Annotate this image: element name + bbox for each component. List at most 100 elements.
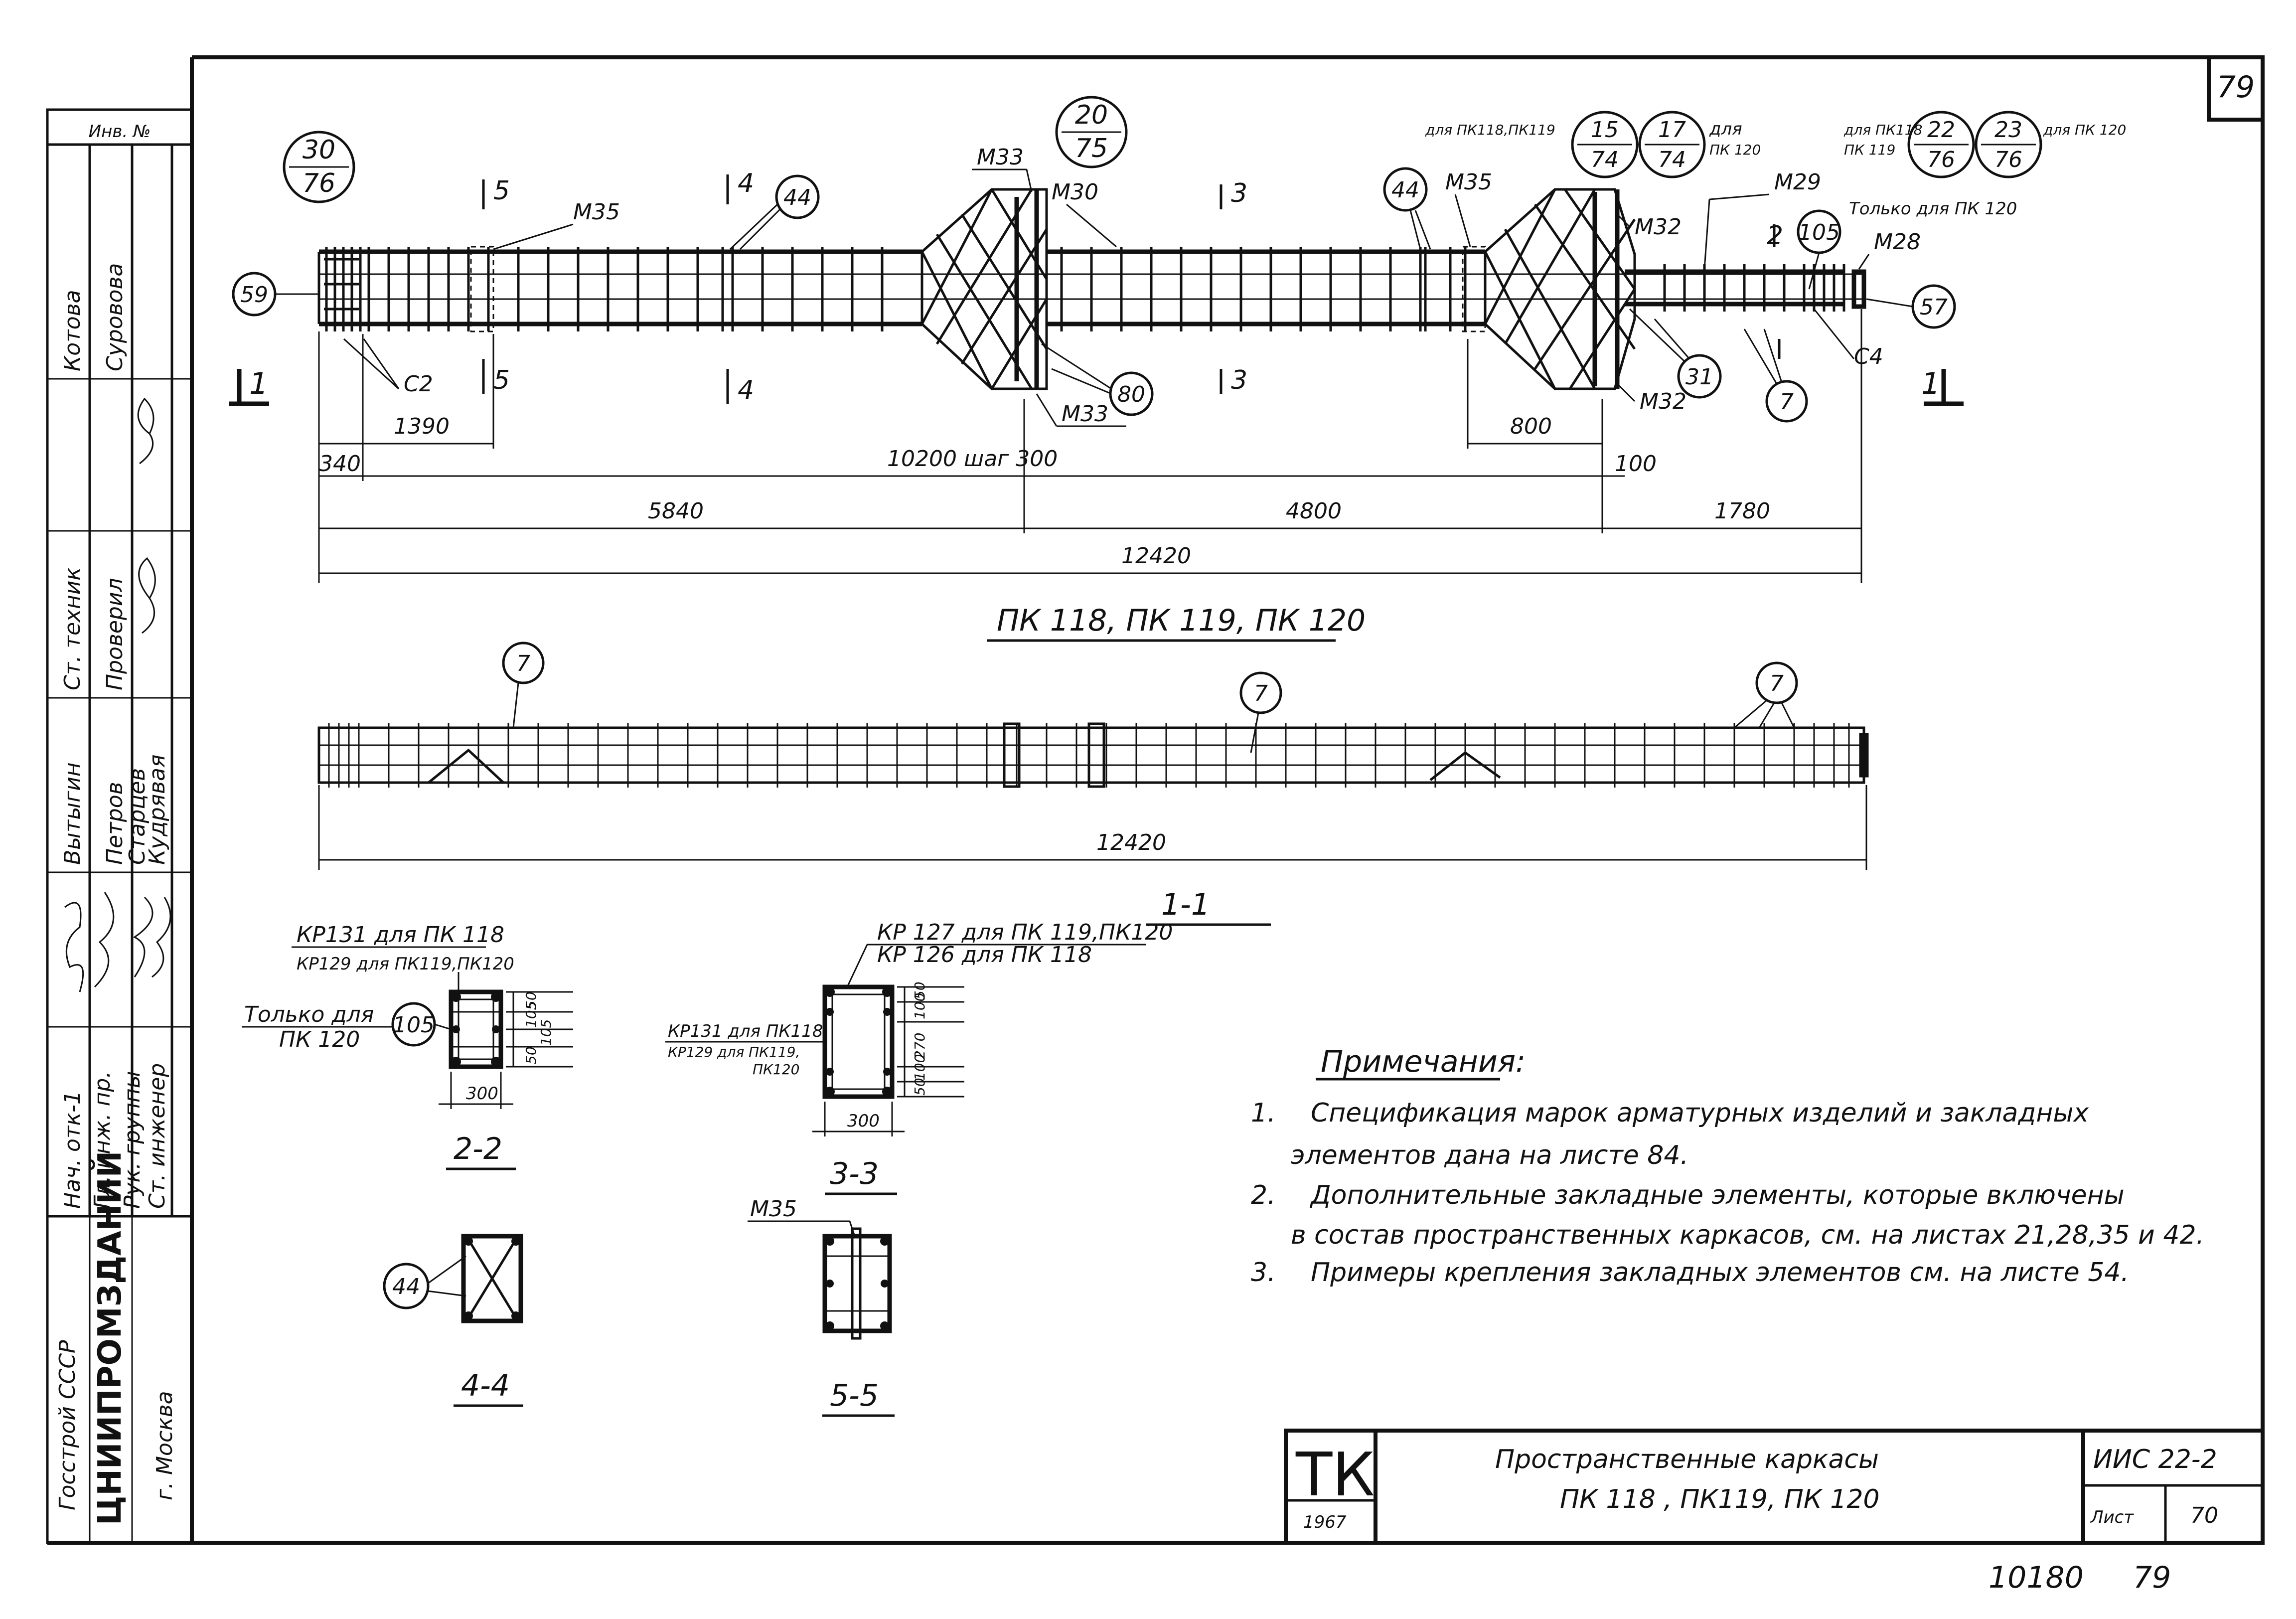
section-label-3a: 3 <box>1231 178 1247 208</box>
frac-note-22a: для ПК118 <box>1843 122 1922 138</box>
svg-text:7: 7 <box>1770 671 1784 696</box>
side-role-3: Вытыгин <box>60 762 85 865</box>
svg-text:17: 17 <box>1658 117 1686 143</box>
side-name-6: Гл. инж. пр. <box>90 1071 115 1209</box>
s33-dim-d: 100 <box>912 1054 928 1081</box>
tb-sheet-no: 70 <box>2190 1503 2218 1528</box>
mark-m32b: М32 <box>1640 389 1686 414</box>
mark-only120: Только для ПК 120 <box>1849 199 2017 219</box>
section-label-2: 2 <box>1767 221 1783 251</box>
mark-m28: М28 <box>1874 229 1921 255</box>
side-name-1: Суровова <box>102 263 128 371</box>
plan-callout-7a: 7 <box>502 642 545 728</box>
node-lattice-1 <box>920 188 1048 390</box>
s33-title: 3-3 <box>830 1156 879 1191</box>
mark-m35a: М35 <box>573 199 620 225</box>
mark-m30: М30 <box>1052 179 1098 205</box>
section-2-2: КР131 для ПК 118 КР129 для ПК119,ПК120 1… <box>242 922 573 1170</box>
sheet-frame: 79 <box>47 55 2265 1545</box>
s44-callout: 44 <box>392 1274 420 1299</box>
mark-m32a: М32 <box>1635 214 1682 240</box>
section-label-1a: 1 <box>249 366 268 401</box>
side-role-6: Нач. отк-1 <box>60 1091 85 1209</box>
s22-width: 300 <box>466 1084 498 1104</box>
s44-title: 4-4 <box>461 1368 510 1403</box>
svg-text:76: 76 <box>303 168 335 198</box>
svg-text:20: 20 <box>1075 100 1108 130</box>
tb-sheet-label: Лист <box>2090 1507 2134 1527</box>
s22-dim-b: 105 <box>523 1001 539 1028</box>
note-3-line1: Примеры крепления закладных элементов см… <box>1311 1258 2129 1288</box>
mark-c4: С4 <box>1854 344 1883 369</box>
s22-title: 2-2 <box>454 1132 502 1166</box>
tb-title-line1: Пространственные каркасы <box>1495 1445 1879 1474</box>
callout-105: 105 <box>1797 209 1841 290</box>
inv-label: Инв. № <box>89 122 151 142</box>
note-2-line2: в состав пространственных каркасов, см. … <box>1291 1220 2204 1250</box>
note-3-num: 3. <box>1251 1258 1276 1288</box>
svg-text:75: 75 <box>1075 134 1108 163</box>
mark-m35b: М35 <box>1445 169 1492 195</box>
plan-callout-7c: 7 <box>1734 661 1798 729</box>
svg-text:7: 7 <box>516 651 530 676</box>
signature-scribbles <box>64 397 171 992</box>
svg-text:31: 31 <box>1685 364 1713 390</box>
dim-12420-a: 12420 <box>1121 543 1191 569</box>
svg-text:76: 76 <box>1927 147 1955 172</box>
s22-note2: КР129 для ПК119,ПК120 <box>297 954 514 974</box>
s33-note1: КР 127 для ПК 119,ПК120 <box>877 920 1173 945</box>
side-role-2: Ст. техник <box>60 567 85 690</box>
s22-callout: 105 <box>393 1012 435 1038</box>
callout-frac-23-76: 23 76 <box>1975 111 2042 178</box>
svg-text:76: 76 <box>1994 147 2022 172</box>
svg-text:74: 74 <box>1658 147 1686 172</box>
s33-note2: КР 126 для ПК 118 <box>877 942 1092 968</box>
elevation-caption: ПК 118, ПК 119, ПК 120 <box>997 603 1366 638</box>
s22-dim-c: 105 <box>538 1019 554 1046</box>
section-5-5: М35 5-5 <box>748 1196 895 1417</box>
svg-text:44: 44 <box>783 185 811 210</box>
frac-note-15: для ПК118,ПК119 <box>1425 122 1555 138</box>
section-4-4: 44 4-4 <box>383 1234 523 1407</box>
side-role-7: Рук. группы <box>120 1071 145 1209</box>
svg-text:80: 80 <box>1117 382 1145 407</box>
svg-text:30: 30 <box>303 135 335 165</box>
dim-5840: 5840 <box>648 498 704 524</box>
s55-title: 5-5 <box>830 1378 879 1413</box>
notes-block: Примечания: 1. Спецификация марок армату… <box>1251 1044 2204 1288</box>
note-2-line1: Дополнительные закладные элементы, котор… <box>1310 1180 2125 1210</box>
dim-800: 800 <box>1510 414 1552 439</box>
s33-dim-e: 50 <box>912 1078 928 1096</box>
cage-plan: 7 7 7 12420 <box>317 642 1869 870</box>
callout-frac-17-74: 17 74 <box>1638 111 1706 178</box>
s22-dim-a: 50 <box>523 991 539 1009</box>
s22-only-b: ПК 120 <box>279 1027 360 1052</box>
callout-57: 57 <box>1866 284 1956 329</box>
stamp-number: 10180 <box>1989 1560 2084 1595</box>
side-name-2: Проверил <box>102 578 128 690</box>
frac-note-17b: ПК 120 <box>1709 142 1761 158</box>
note-2-num: 2. <box>1251 1180 1276 1210</box>
s22-dim-d: 50 <box>523 1046 539 1064</box>
section-label-3b: 3 <box>1231 365 1247 395</box>
svg-text:7: 7 <box>1780 389 1794 415</box>
callout-59: 59 <box>232 272 319 317</box>
note-1-line1: Спецификация марок арматурных изделий и … <box>1311 1098 2089 1128</box>
org-city: г. Москва <box>152 1391 177 1500</box>
dim-1390: 1390 <box>394 414 450 439</box>
left-end-detail <box>317 252 359 324</box>
section-label-5a: 5 <box>493 176 510 206</box>
elevation-stirrups <box>325 247 1845 331</box>
notes-heading: Примечания: <box>1321 1044 1526 1079</box>
svg-text:15: 15 <box>1591 117 1619 143</box>
section-label-1b: 1 <box>1921 366 1940 401</box>
callout-frac-15-74: 15 74 <box>1571 111 1639 178</box>
side-stamp-block: Инв. № Котова Суровова Ст. техник Провер… <box>46 108 193 1544</box>
callout-44a: 44 <box>729 174 820 250</box>
callout-80: 80 <box>1041 343 1154 416</box>
side-name-4: Старцев <box>125 768 150 865</box>
org-name: ЦНИИПРОМЗДАНИЙ <box>91 1151 129 1525</box>
s55-mark: М35 <box>750 1196 797 1222</box>
svg-text:105: 105 <box>1798 220 1840 245</box>
